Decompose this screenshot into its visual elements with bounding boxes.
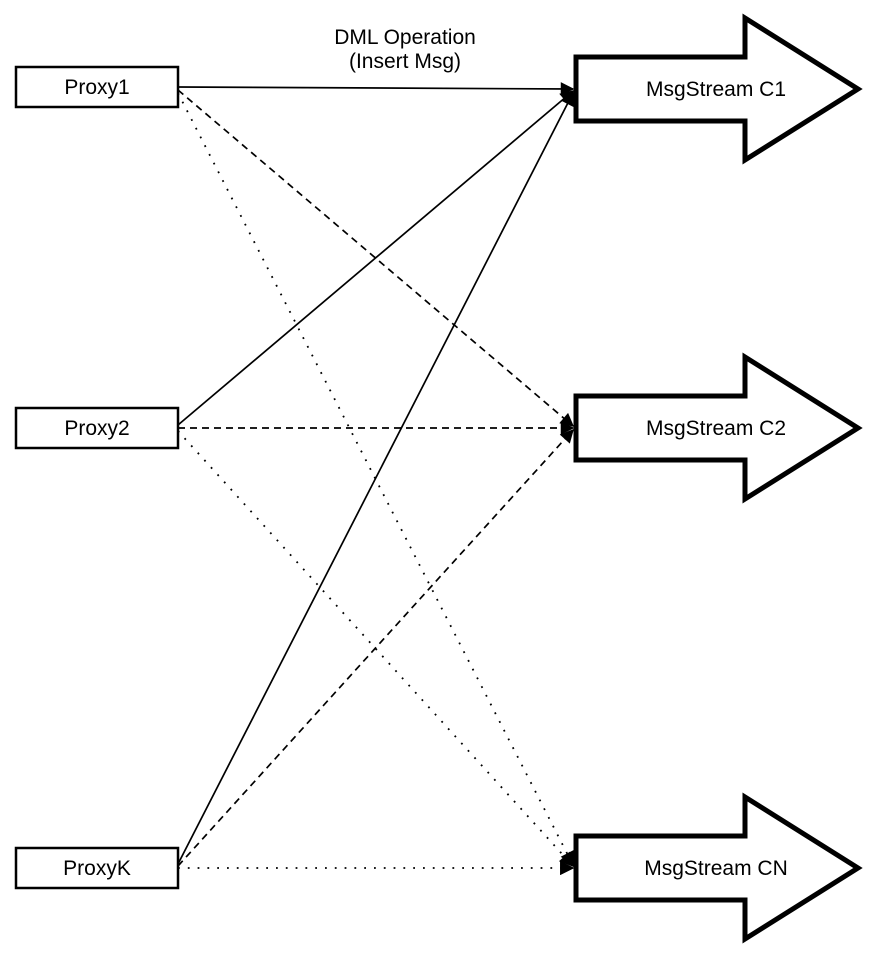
msgstream-cn-label: MsgStream CN xyxy=(644,857,788,880)
proxyk-box xyxy=(14,846,180,890)
proxy2-box xyxy=(14,406,180,450)
msgstream-c1-label: MsgStream C1 xyxy=(646,78,786,101)
edge-proxyk-to-c2 xyxy=(177,428,574,867)
proxy2-label: Proxy2 xyxy=(64,417,129,440)
proxy1-box xyxy=(14,65,180,109)
msgstream-c2-arrow-shape xyxy=(573,352,863,504)
edge-proxy1-to-c1 xyxy=(177,82,575,96)
diagram-title-line1: DML Operation xyxy=(334,26,476,49)
edge-proxy2-to-c1 xyxy=(177,90,575,426)
msgstream-c2-label: MsgStream C2 xyxy=(646,417,786,440)
proxy1-label: Proxy1 xyxy=(64,76,129,99)
edge-proxy1-to-c2 xyxy=(177,89,575,427)
proxyk-label: ProxyK xyxy=(63,857,131,880)
diagram-title-line2: (Insert Msg) xyxy=(349,50,461,73)
msgstream-c1-arrow-shape xyxy=(573,13,863,165)
edge-proxyk-to-c1 xyxy=(177,91,574,865)
msgstream-cn-arrow-shape xyxy=(573,792,863,944)
